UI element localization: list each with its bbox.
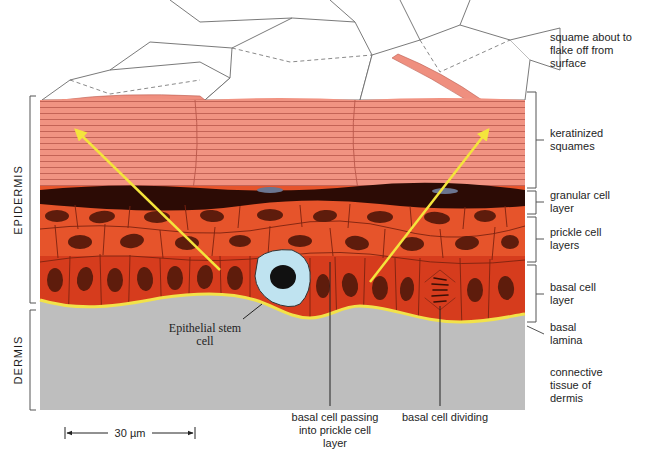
cell-nuclei [501, 235, 519, 249]
stem-cell-nucleus [270, 265, 296, 289]
cell-nuclei [340, 272, 359, 298]
scale-bar [195, 427, 196, 439]
cell-nuclei [313, 209, 338, 223]
migration-arrow [76, 130, 220, 270]
cell-nuclei [88, 210, 115, 225]
cell-nuclei [75, 266, 94, 292]
cell-nuclei [316, 274, 330, 298]
cell-nuclei [497, 275, 515, 301]
cell-nuclei [200, 209, 225, 223]
cell-nuclei [47, 268, 63, 292]
squame-hidden-edges [420, 40, 510, 72]
cell-nuclei [119, 232, 145, 249]
cell-nuclei [45, 210, 69, 222]
leader-line [243, 262, 440, 406]
layer-bracket [30, 92, 544, 410]
dermis [40, 294, 525, 410]
mitotic-figure [425, 270, 455, 310]
cell-label: Epithelial stem cell [165, 322, 245, 348]
layer-label: basal cell layer [550, 281, 610, 307]
cell-nuclei [136, 266, 154, 292]
granular-layer [432, 188, 458, 194]
cell-nuclei [227, 266, 243, 290]
scale-bar [67, 433, 108, 434]
cell-nuclei [423, 211, 450, 226]
layer-label: keratinized squames [550, 127, 620, 153]
surface-squames [400, 0, 420, 40]
layer-bracket [527, 92, 544, 188]
scale-bar [65, 427, 195, 439]
cell-nuclei [167, 266, 183, 290]
cell-nuclei [229, 235, 251, 247]
cell-nuclei [288, 235, 312, 247]
surface-squames [42, 0, 560, 100]
squame-label: squame about to flake off from surface [550, 31, 638, 70]
surface-squames [42, 62, 230, 100]
cell-nuclei [454, 235, 479, 251]
epithelial-stem-cell [255, 250, 310, 307]
mitotic-figure [425, 270, 455, 310]
cell-label: basal cell passing into prickle cell lay… [288, 411, 382, 450]
scale-bar [65, 427, 66, 439]
cell-nuclei [107, 268, 123, 292]
cell-nuclei [68, 235, 92, 249]
cell-nuclei [399, 276, 415, 301]
cell-nuclei [467, 278, 483, 302]
cell-borders [40, 221, 525, 237]
layer-label: prickle cell layers [550, 226, 614, 252]
surface-squames [460, 0, 470, 25]
cell-nuclei [474, 210, 496, 222]
migration-arrow [76, 130, 488, 282]
mitotic-figure [432, 278, 448, 302]
surface-squames [360, 25, 530, 100]
layer-bracket [30, 310, 36, 410]
region-label: DERMIS [12, 336, 25, 385]
layer-label: basal lamina [550, 321, 610, 347]
cell-nuclei [344, 234, 370, 251]
layer-bracket [527, 191, 544, 214]
granular-layer [257, 187, 283, 193]
leader-line [243, 304, 262, 319]
keratinized-layer [193, 100, 358, 190]
squame-hidden-edges [70, 80, 200, 94]
layer-bracket [30, 96, 36, 303]
leader-line [330, 262, 331, 406]
migration-arrow [370, 130, 488, 282]
granular-layer [40, 183, 525, 211]
granular-layer [40, 183, 525, 211]
flaking-squame-edge [392, 54, 482, 102]
layer-label: granular cell layer [550, 189, 610, 215]
surface-squames [205, 18, 372, 100]
surface-squames [330, 0, 355, 22]
cell-nuclei [196, 264, 214, 290]
squame-hidden-edges [232, 48, 372, 62]
surface-squames [170, 0, 292, 22]
cell-borders [75, 204, 507, 230]
cell-nuclei [372, 276, 388, 300]
layer-bracket [527, 265, 544, 322]
basal-lamina [40, 294, 525, 322]
layer-bracket [527, 326, 544, 334]
cell-nuclei [367, 211, 393, 223]
layer-bracket [527, 217, 544, 262]
cell-nuclei [257, 209, 283, 221]
surface-squames [110, 42, 232, 70]
scale-label: 30 µm [112, 427, 149, 440]
scale-bar [152, 433, 193, 434]
region-label: EPIDERMIS [12, 165, 25, 235]
cell-label: basal cell dividing [385, 411, 505, 424]
leader-line [440, 306, 441, 406]
tissue-label: connective tissue of dermis [550, 366, 614, 405]
flaking-squame-edge [62, 54, 482, 102]
